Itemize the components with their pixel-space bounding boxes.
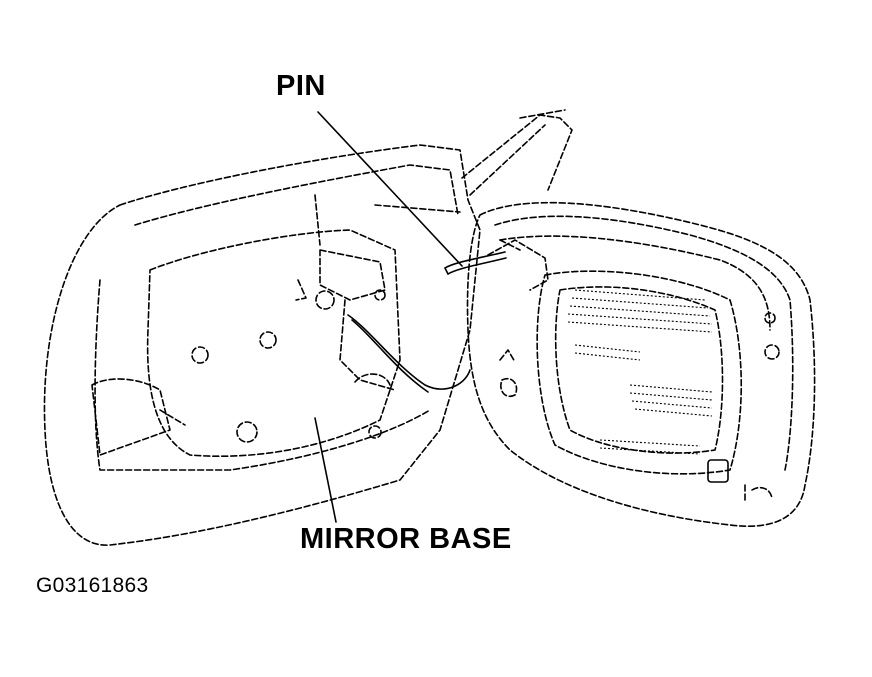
mirror-arm xyxy=(461,109,573,196)
pin-label: PIN xyxy=(276,70,326,102)
mirror-housing-left xyxy=(43,144,481,546)
figure-id: G03161863 xyxy=(36,574,149,597)
mirror-base-label: MIRROR BASE xyxy=(300,523,512,555)
pin xyxy=(444,251,507,275)
mirror-base-leader-line xyxy=(314,417,337,523)
connector-icon xyxy=(707,459,729,483)
mirror-glass-right xyxy=(466,201,816,527)
glass-hatch xyxy=(567,289,713,455)
pin-leader-line xyxy=(317,111,463,267)
